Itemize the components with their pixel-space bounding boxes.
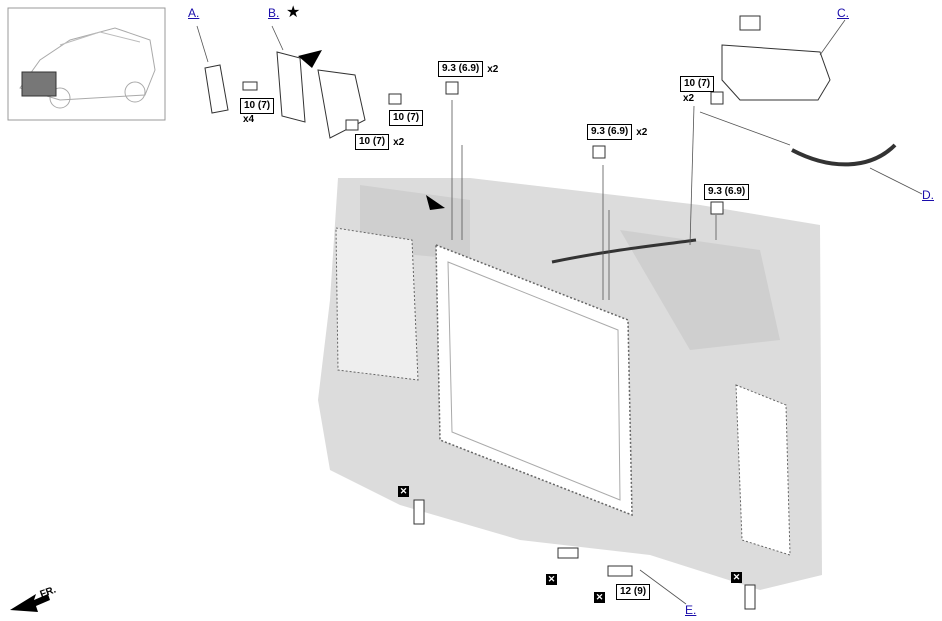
- torque-spec: 10 (7): [240, 98, 275, 114]
- no-reuse-icon: ✕: [731, 572, 742, 583]
- torque-value: 9.3 (6.9): [438, 61, 484, 77]
- radiator-side-tank: [735, 384, 791, 556]
- no-reuse-icon: ✕: [594, 592, 605, 603]
- torque-value: 9.3 (6.9): [587, 124, 633, 140]
- torque-spec: 9.3 (6.9) x2: [587, 124, 647, 140]
- radiator-core: [435, 243, 633, 517]
- quantity-label: x4: [243, 114, 255, 125]
- torque-spec: 10 (7): [680, 76, 715, 92]
- reservoir-tank: [721, 15, 831, 101]
- quantity-label: x2: [487, 63, 499, 75]
- vehicle-locator-inset: [7, 7, 166, 121]
- torque-value: 10 (7): [355, 134, 390, 150]
- torque-spec: 10 (7) x2: [355, 134, 404, 150]
- quantity-label: x2: [683, 93, 695, 104]
- torque-spec: 12 (9): [616, 584, 651, 600]
- torque-value: 10 (7): [389, 110, 424, 126]
- torque-value: 9.3 (6.9): [704, 184, 750, 200]
- callout-c-link[interactable]: C.: [837, 6, 849, 20]
- bolts: [242, 81, 724, 215]
- quantity-label: x2: [393, 136, 405, 148]
- torque-value: 10 (7): [680, 76, 715, 92]
- reservoir-hose: [791, 143, 897, 167]
- no-reuse-icon: ✕: [398, 486, 409, 497]
- leader-lines: [196, 19, 923, 605]
- torque-value: 10 (7): [240, 98, 275, 114]
- condenser-left: [335, 227, 419, 381]
- front-arrow-icon: [10, 594, 50, 612]
- callout-b-link[interactable]: B.: [268, 6, 280, 20]
- torque-spec: 9.3 (6.9): [704, 184, 750, 200]
- callout-e-link[interactable]: E.: [685, 603, 697, 617]
- upper-hose: [551, 238, 697, 264]
- pointer-arrow-icon: [298, 50, 445, 210]
- drain-plugs: [413, 499, 756, 610]
- no-reuse-icon: ✕: [546, 574, 557, 585]
- quantity-label: x2: [636, 126, 648, 138]
- callout-d-link[interactable]: D.: [922, 188, 934, 202]
- torque-spec: 9.3 (6.9) x2: [438, 61, 498, 77]
- callout-a-link[interactable]: A.: [188, 6, 200, 20]
- bracket-a: [204, 64, 229, 114]
- torque-spec: 10 (7): [389, 110, 424, 126]
- torque-value: 12 (9): [616, 584, 651, 600]
- star-icon: ★: [286, 4, 301, 21]
